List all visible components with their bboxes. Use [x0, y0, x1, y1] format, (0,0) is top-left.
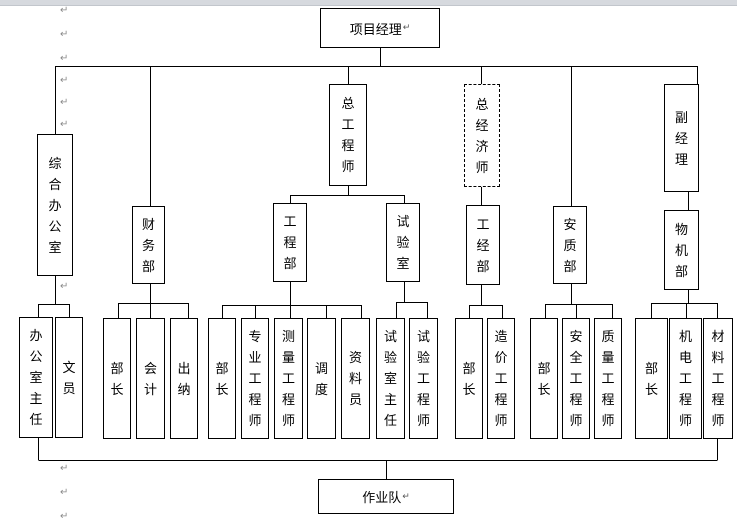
- node-office-director: 办公室主任: [19, 317, 53, 438]
- node-label: 部长: [644, 361, 658, 398]
- node-lab: 试验室: [386, 203, 420, 282]
- paragraph-mark: ↵: [60, 97, 69, 108]
- node-lab-director: 试验室主任: [376, 318, 405, 439]
- node-label: 工经部: [476, 217, 490, 275]
- node-mechanical-engineer: 机电工程师: [669, 318, 702, 439]
- node-label: 文员: [62, 360, 76, 397]
- node-label: 部长: [110, 361, 124, 398]
- node-label: 综合办公室: [48, 156, 62, 256]
- node-label: 办公室主任: [29, 329, 43, 428]
- node-survey-engineer: 测量工程师: [274, 318, 303, 439]
- node-quality-engineer: 质量工程师: [594, 318, 622, 439]
- node-engineering-head: 部长: [208, 318, 236, 439]
- paragraph-mark: ↵: [60, 463, 69, 474]
- node-archivist: 资料员: [341, 318, 370, 439]
- window-top-border: [0, 0, 737, 6]
- node-finance: 财务部: [132, 206, 165, 284]
- node-label: 项目经理: [349, 22, 402, 38]
- node-clerk: 文员: [55, 317, 83, 438]
- paragraph-mark: ↵: [60, 511, 69, 522]
- node-work-team: 作业队↵: [318, 479, 454, 514]
- node-cost-engineer: 造价工程师: [487, 318, 515, 439]
- node-cashier: 出纳: [170, 318, 198, 439]
- node-deputy-manager: 副经理: [664, 84, 699, 192]
- node-label: 试验工程师: [416, 330, 430, 429]
- node-label: 试验室: [396, 215, 410, 272]
- paragraph-mark: ↵: [60, 29, 69, 40]
- node-engineering: 工程部: [273, 203, 307, 282]
- paragraph-mark: ↵: [402, 23, 411, 33]
- node-label: 机电工程师: [678, 330, 692, 429]
- paragraph-mark: ↵: [60, 487, 69, 498]
- node-lab-engineer: 试验工程师: [409, 318, 438, 439]
- node-safety-quality-head: 部长: [530, 318, 558, 439]
- node-label: 造价工程师: [494, 330, 508, 429]
- node-chief-engineer: 总工程师: [329, 84, 367, 186]
- node-dispatcher: 调度: [307, 318, 336, 439]
- node-specialist-engineer: 专业工程师: [241, 318, 269, 439]
- node-finance-head: 部长: [103, 318, 131, 439]
- paragraph-mark: ↵: [60, 5, 69, 16]
- node-label: 资料员: [348, 351, 362, 408]
- node-safety-quality: 安质部: [553, 206, 587, 284]
- node-project-manager: 项目经理↵: [320, 8, 440, 48]
- node-label: 安全工程师: [569, 330, 583, 429]
- node-materials: 物机部: [664, 210, 699, 290]
- node-label: 试验室主任: [383, 330, 397, 429]
- node-safety-engineer: 安全工程师: [562, 318, 590, 439]
- node-label: 财务部: [141, 217, 155, 275]
- node-label: 质量工程师: [601, 330, 615, 429]
- node-eng-econ: 工经部: [466, 205, 500, 285]
- paragraph-mark: ↵: [402, 491, 410, 502]
- node-label: 安质部: [563, 217, 577, 275]
- node-material-engineer: 材料工程师: [703, 318, 733, 439]
- node-materials-head: 部长: [635, 318, 668, 439]
- paragraph-mark: ↵: [60, 75, 69, 86]
- node-label: 测量工程师: [281, 330, 295, 429]
- node-label: 调度: [314, 361, 328, 398]
- node-label: 工程部: [283, 215, 297, 272]
- node-label: 部长: [462, 361, 476, 398]
- node-label: 专业工程师: [248, 330, 262, 429]
- node-label: 总经济师: [475, 97, 489, 176]
- paragraph-mark: ↵: [60, 119, 69, 130]
- node-label: 作业队: [362, 491, 402, 506]
- node-label: 材料工程师: [711, 330, 725, 429]
- node-eng-econ-head: 部长: [455, 318, 483, 439]
- paragraph-mark: ↵: [60, 281, 69, 292]
- node-label: 会计: [143, 361, 157, 398]
- paragraph-mark: ↵: [60, 53, 69, 64]
- node-label: 出纳: [177, 361, 191, 398]
- node-accountant: 会计: [136, 318, 165, 439]
- node-label: 部长: [215, 361, 229, 398]
- node-label: 总工程师: [341, 97, 355, 175]
- node-label: 部长: [537, 361, 551, 398]
- node-chief-economist: 总经济师: [464, 84, 500, 187]
- node-label: 副经理: [674, 110, 688, 168]
- node-label: 物机部: [674, 222, 688, 280]
- node-general-office: 综合办公室: [37, 134, 73, 276]
